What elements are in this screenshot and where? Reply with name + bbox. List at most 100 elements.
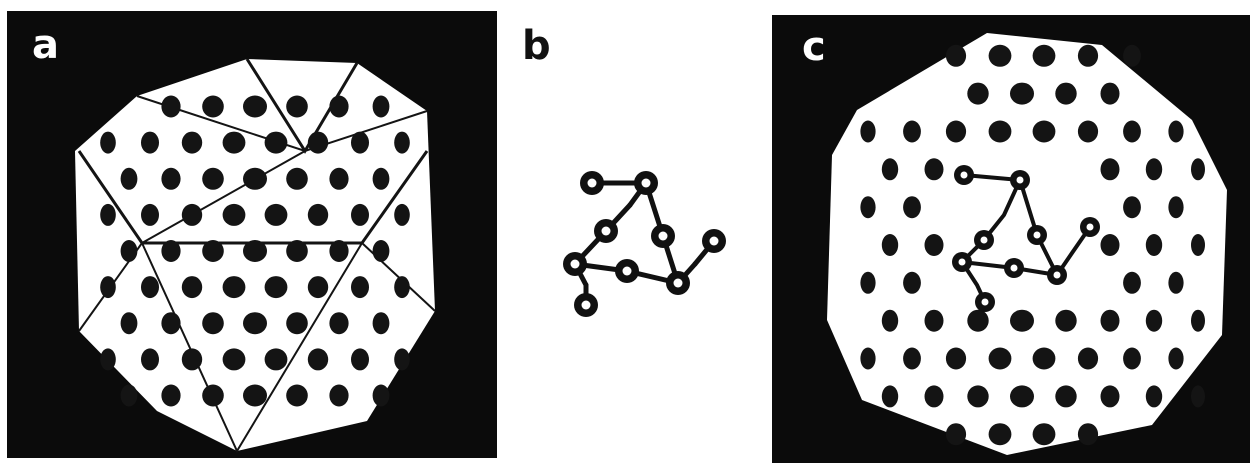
capsid-hole bbox=[223, 276, 246, 298]
capsid-hole bbox=[1033, 348, 1056, 370]
capsid-hole bbox=[394, 276, 410, 298]
capsid-hole bbox=[202, 240, 224, 262]
capsid-hole bbox=[121, 168, 138, 190]
capsid-hole bbox=[100, 132, 116, 154]
capsid-hole bbox=[182, 276, 202, 298]
capsid-hole bbox=[161, 96, 180, 118]
capsid-hole bbox=[989, 121, 1012, 143]
trimer-diagram bbox=[500, 0, 770, 463]
capsid-hole bbox=[351, 348, 369, 370]
capsid-hole bbox=[351, 276, 369, 298]
node bbox=[952, 252, 972, 272]
capsid-hole bbox=[100, 276, 116, 298]
capsid-hole bbox=[141, 276, 159, 298]
icosahedron-c-figure bbox=[772, 15, 1250, 463]
capsid-hole bbox=[1078, 45, 1098, 67]
capsid-hole bbox=[903, 121, 921, 143]
capsid-hole bbox=[265, 348, 288, 370]
capsid-hole bbox=[308, 276, 328, 298]
node bbox=[1047, 265, 1067, 285]
capsid-hole bbox=[903, 196, 921, 218]
capsid-hole bbox=[329, 168, 348, 190]
capsid-hole bbox=[1191, 310, 1205, 332]
capsid-hole bbox=[903, 348, 921, 370]
capsid-hole bbox=[100, 204, 116, 226]
capsid-hole bbox=[265, 276, 288, 298]
capsid-hole bbox=[161, 312, 180, 334]
capsid-hole bbox=[243, 96, 267, 118]
capsid-hole bbox=[1033, 45, 1056, 67]
capsid-hole bbox=[1078, 121, 1098, 143]
capsid-hole bbox=[329, 240, 348, 262]
capsid-hole bbox=[394, 348, 410, 370]
capsid-hole bbox=[351, 204, 369, 226]
capsid-hole bbox=[202, 168, 224, 190]
capsid-hole bbox=[329, 385, 348, 407]
panel-c-icosahedron: c bbox=[772, 15, 1250, 463]
capsid-hole bbox=[373, 240, 390, 262]
node bbox=[1010, 170, 1030, 190]
capsid-hole bbox=[351, 132, 369, 154]
panel-a-icosahedron: a bbox=[7, 11, 497, 458]
capsid-hole bbox=[1078, 348, 1098, 370]
trimer-nodes bbox=[563, 171, 726, 317]
panel-label-c: c bbox=[802, 27, 826, 67]
capsid-hole bbox=[243, 168, 267, 190]
capsid-hole bbox=[1168, 348, 1183, 370]
capsid-hole bbox=[1123, 272, 1141, 294]
node bbox=[666, 271, 690, 295]
capsid-hole bbox=[967, 310, 988, 332]
capsid-hole bbox=[1146, 234, 1162, 256]
capsid-hole bbox=[903, 272, 921, 294]
capsid-hole bbox=[1146, 310, 1162, 332]
capsid-hole bbox=[1168, 121, 1183, 143]
capsid-hole bbox=[243, 312, 267, 334]
capsid-hole bbox=[1010, 385, 1034, 407]
capsid-hole bbox=[1033, 423, 1056, 445]
node bbox=[574, 293, 598, 317]
node bbox=[651, 224, 675, 248]
capsid-hole bbox=[946, 121, 966, 143]
capsid-hole bbox=[1123, 121, 1141, 143]
capsid-hole bbox=[1101, 234, 1120, 256]
capsid-hole bbox=[860, 196, 875, 218]
capsid-hole bbox=[1123, 196, 1141, 218]
node bbox=[1004, 258, 1024, 278]
capsid-hole bbox=[946, 45, 966, 67]
capsid-hole bbox=[925, 310, 944, 332]
capsid-hole bbox=[1010, 83, 1034, 105]
capsid-hole bbox=[265, 204, 288, 226]
capsid-hole bbox=[286, 385, 308, 407]
capsid-hole bbox=[202, 96, 224, 118]
node bbox=[702, 229, 726, 253]
capsid-hole bbox=[1055, 83, 1076, 105]
capsid-hole bbox=[925, 158, 944, 180]
capsid-hole bbox=[925, 385, 944, 407]
capsid-hole bbox=[373, 168, 390, 190]
capsid-hole bbox=[182, 204, 202, 226]
icosahedron-a-figure bbox=[7, 11, 497, 458]
capsid-hole bbox=[1191, 234, 1205, 256]
capsid-hole bbox=[1078, 423, 1098, 445]
capsid-hole bbox=[967, 83, 988, 105]
capsid-hole bbox=[100, 348, 116, 370]
capsid-hole bbox=[121, 240, 138, 262]
node bbox=[580, 171, 604, 195]
capsid-hole bbox=[161, 240, 180, 262]
node bbox=[1027, 225, 1047, 245]
capsid-hole bbox=[121, 312, 138, 334]
capsid-hole bbox=[882, 385, 898, 407]
capsid-hole bbox=[161, 385, 180, 407]
capsid-hole bbox=[882, 310, 898, 332]
node bbox=[615, 259, 639, 283]
capsid-hole bbox=[1055, 310, 1076, 332]
capsid-hole bbox=[286, 240, 308, 262]
capsid-hole bbox=[1101, 83, 1120, 105]
capsid-hole bbox=[141, 348, 159, 370]
capsid-hole bbox=[1101, 158, 1120, 180]
capsid-hole bbox=[161, 168, 180, 190]
capsid-hole bbox=[141, 204, 159, 226]
capsid-hole bbox=[182, 348, 202, 370]
capsid-hole bbox=[860, 121, 875, 143]
capsid-hole bbox=[946, 348, 966, 370]
